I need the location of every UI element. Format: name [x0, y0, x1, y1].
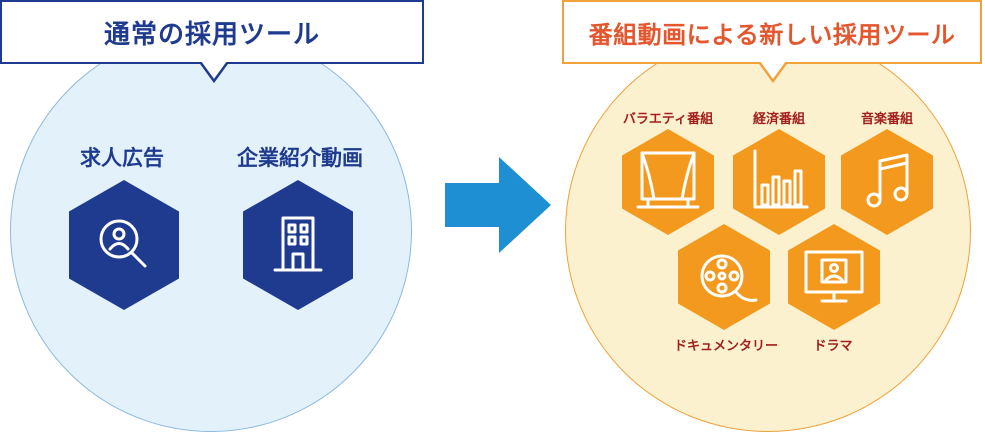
left-title: 通常の採用ツール	[103, 19, 320, 50]
bar-chart-icon	[753, 149, 809, 209]
hex-drama	[788, 224, 880, 330]
right-title-pointer	[755, 59, 793, 84]
search-person-icon	[99, 219, 147, 268]
right-circle	[565, 30, 971, 432]
hex-company-video	[243, 180, 353, 310]
label-documentary: ドキュメンタリー	[673, 339, 779, 354]
label-economic-show: 経済番組	[752, 112, 806, 127]
label-music-show: 音楽番組	[860, 112, 914, 127]
hex-variety-show	[622, 129, 714, 235]
left-title-pointer	[196, 59, 234, 84]
right-arrow-icon	[445, 157, 551, 253]
film-reel-icon	[700, 254, 758, 302]
label-variety-show: バラエティ番組	[622, 112, 714, 127]
hex-job-ads	[69, 180, 179, 310]
hex-music-show	[841, 129, 933, 235]
tv-monitor-icon	[804, 250, 864, 303]
right-title-box: 番組動画による新しい採用ツール	[562, 0, 982, 64]
label-company-video: 企業紹介動画	[237, 146, 363, 170]
hex-documentary	[678, 224, 770, 330]
label-job-ads: 求人広告	[80, 146, 164, 170]
label-drama: ドラマ	[813, 339, 853, 354]
hex-economic-show	[733, 129, 825, 235]
stage-curtain-icon	[636, 151, 700, 209]
building-icon	[273, 216, 323, 272]
left-title-box: 通常の採用ツール	[0, 0, 424, 64]
right-title: 番組動画による新しい採用ツール	[588, 20, 956, 49]
music-note-icon	[866, 153, 909, 208]
